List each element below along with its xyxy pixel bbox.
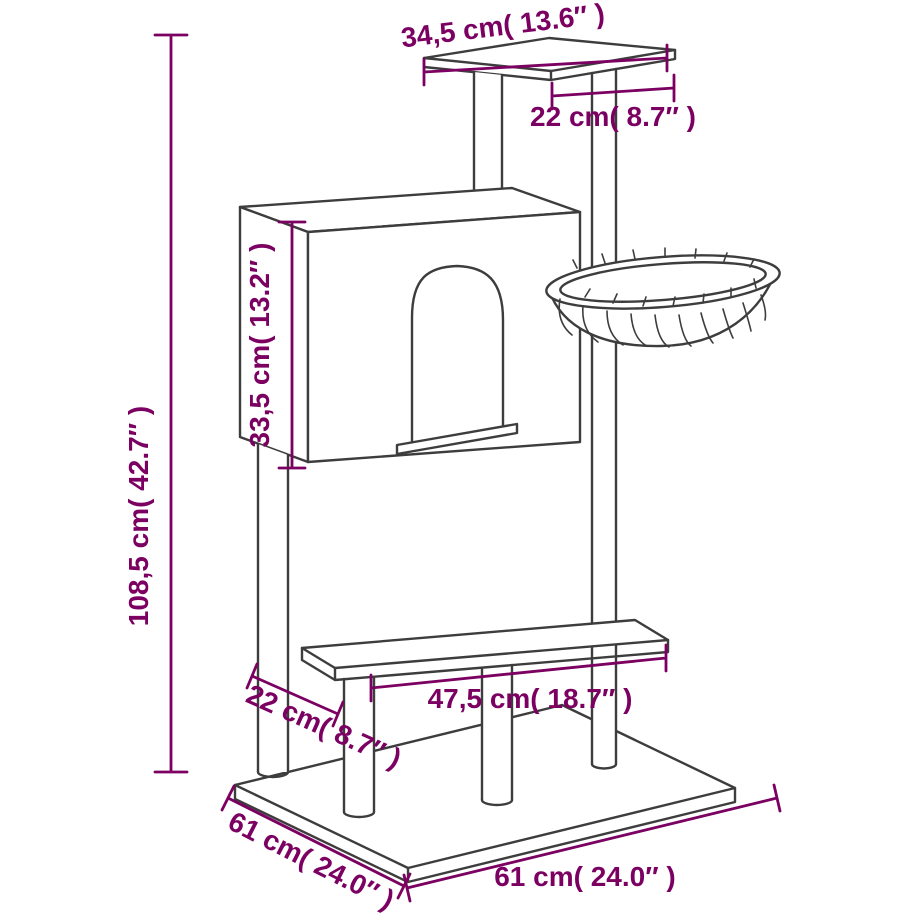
door-arch: [410, 264, 505, 444]
dim-base-depth-line: [220, 784, 412, 900]
dim-mid-platform-depth-line: [245, 662, 345, 728]
door-step-board: [395, 422, 519, 456]
cat-condo-house: [238, 186, 582, 464]
dim-top-depth-line: [550, 73, 676, 111]
dim-house-height: 33,5 cm( 13.2″ ): [244, 220, 307, 470]
upper-post: [472, 70, 504, 194]
dim-total-height-label: 108,5 cm( 42.7″ ): [123, 406, 154, 626]
dim-house-height-line: [277, 220, 307, 470]
dim-mid-platform-width-label: 47,5 cm( 18.7″ ): [428, 683, 633, 714]
platform-leg-middle: [480, 663, 514, 807]
house-front-face: [306, 210, 582, 464]
dim-total-height: 108,5 cm( 42.7″ ): [123, 33, 189, 774]
dim-mid-platform-width-line: [369, 643, 668, 703]
middle-platform-edge: [300, 638, 670, 682]
dim-top-depth-label: 22 cm( 8.7″ ): [530, 101, 696, 132]
dim-top-width-line: [422, 43, 669, 87]
right-post-bottom: [590, 762, 618, 770]
middle-platform: [300, 618, 670, 682]
dim-total-height-line: [153, 33, 189, 774]
dim-top-depth: 22 cm( 8.7″ ): [530, 73, 696, 132]
right-scratching-post: [590, 67, 618, 770]
hammock-basket: [545, 247, 781, 348]
house-support-post: [256, 442, 290, 779]
basket-rim-inner: [559, 261, 767, 303]
basket-weave-hatching: [558, 294, 767, 348]
basket-rim-ticks: [572, 247, 757, 307]
dim-house-height-label: 33,5 cm( 13.2″ ): [244, 243, 275, 448]
cat-tree-drawing: [233, 36, 781, 884]
top-platform: [422, 36, 677, 82]
basket-rim-outer: [545, 254, 781, 310]
dim-mid-platform-width: 47,5 cm( 18.7″ ): [369, 643, 668, 714]
dim-base-width-label: 61 cm( 24.0″ ): [494, 861, 676, 892]
dim-base-width-line: [402, 783, 782, 903]
dim-base-width: 61 cm( 24.0″ ): [402, 783, 782, 903]
